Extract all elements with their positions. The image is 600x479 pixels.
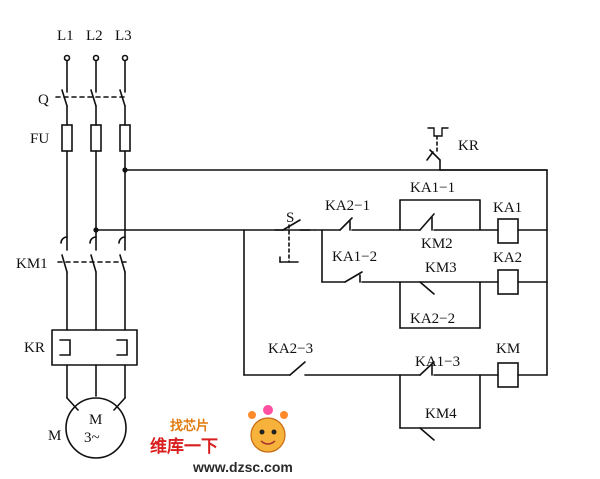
label-ka2-3: KA2−3 — [268, 341, 313, 357]
phase-l3-line — [119, 60, 126, 399]
ka2-1-contact — [314, 217, 401, 231]
phase-l2-line — [90, 60, 97, 397]
phase-label-l2: L2 — [86, 28, 103, 44]
label-km: KM — [496, 341, 520, 357]
label-km3: KM3 — [425, 260, 457, 276]
phase-l1-line — [61, 60, 68, 399]
ka1-1-box — [399, 199, 499, 231]
ka1-2-branch — [321, 229, 499, 329]
fuses-fu — [61, 124, 131, 152]
coil-ka1 — [497, 218, 519, 244]
label-motor-phase: 3~ — [84, 430, 100, 446]
motor-symbol — [65, 397, 127, 459]
phase-label-l3: L3 — [115, 28, 132, 44]
labels: L1 L2 L3 Q FU KM1 KR M M 3~ KR S KA2−1 K… — [16, 28, 522, 446]
label-motor-symbol: M — [89, 412, 102, 428]
label-ka1-2: KA1−2 — [332, 249, 377, 265]
label-kr-contact: KR — [458, 138, 479, 154]
label-km1: KM1 — [16, 256, 48, 272]
label-km2: KM2 — [421, 236, 453, 252]
junction-dot — [122, 167, 128, 173]
phase-label-l1: L1 — [57, 28, 74, 44]
junction-dot — [93, 227, 99, 233]
mascot-icon — [250, 417, 286, 453]
watermark: 找芯片 维库一下 www.dzsc.com — [150, 405, 293, 475]
label-ka1: KA1 — [493, 200, 522, 216]
phase-terminals — [63, 54, 129, 62]
ka2-3-branch — [243, 361, 499, 441]
label-ka2: KA2 — [493, 250, 522, 266]
label-ka2-2: KA2−2 — [410, 311, 455, 327]
label-kr: KR — [24, 340, 45, 356]
label-ka1-3: KA1−3 — [415, 354, 460, 370]
contactor-km1-arcs — [60, 236, 126, 244]
kr-thermal-contact — [426, 127, 548, 171]
switch-s — [274, 219, 316, 263]
label-motor-ref: M — [48, 428, 61, 444]
label-fuse: FU — [30, 131, 49, 147]
watermark-url: www.dzsc.com — [192, 459, 293, 475]
watermark-logo-text: 找芯片 — [170, 418, 209, 434]
watermark-cn-text: 维库一下 — [150, 436, 218, 457]
label-ka2-1: KA2−1 — [325, 198, 370, 214]
motor-connections — [66, 397, 126, 411]
label-ka1-1: KA1−1 — [410, 180, 455, 196]
label-breaker: Q — [38, 92, 49, 108]
thermal-relay-kr — [51, 329, 138, 366]
label-switch-s: S — [286, 210, 294, 226]
coil-km — [497, 362, 519, 388]
label-km4: KM4 — [425, 406, 457, 422]
coil-ka2 — [497, 269, 519, 295]
